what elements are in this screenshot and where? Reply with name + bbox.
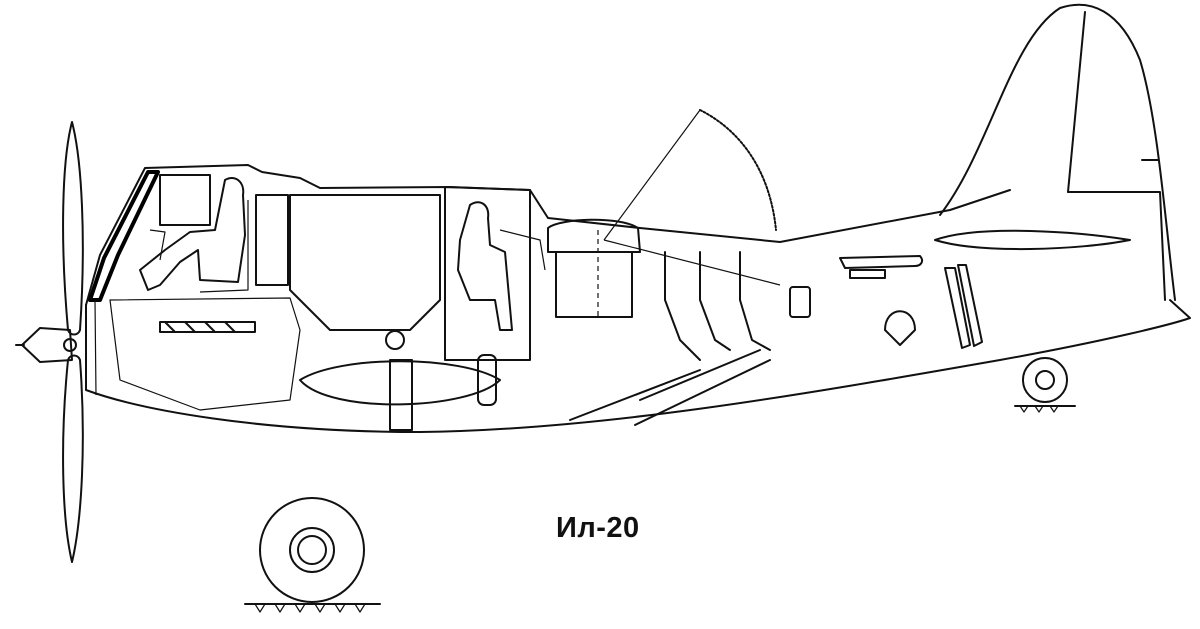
fuel-tank [255, 194, 441, 331]
rear-gun-installations [569, 251, 771, 426]
gunner-compartment [444, 186, 546, 361]
retracted-landing-gear [299, 330, 501, 431]
engine-section [109, 297, 301, 411]
dorsal-turret [547, 109, 781, 318]
tail-equipment [789, 255, 983, 349]
main-wheel [244, 497, 381, 613]
tail-wheel [1014, 357, 1076, 413]
vertical-tail [939, 3, 1176, 301]
aircraft-caption: Ил-20 [556, 512, 640, 544]
fuselage-outline [85, 164, 1191, 433]
propeller-icon [15, 121, 84, 563]
gunner-figure-icon [457, 201, 513, 331]
pilot-cockpit [139, 174, 249, 293]
pilot-figure-icon [139, 176, 246, 291]
horizontal-stabilizer [934, 229, 1131, 251]
